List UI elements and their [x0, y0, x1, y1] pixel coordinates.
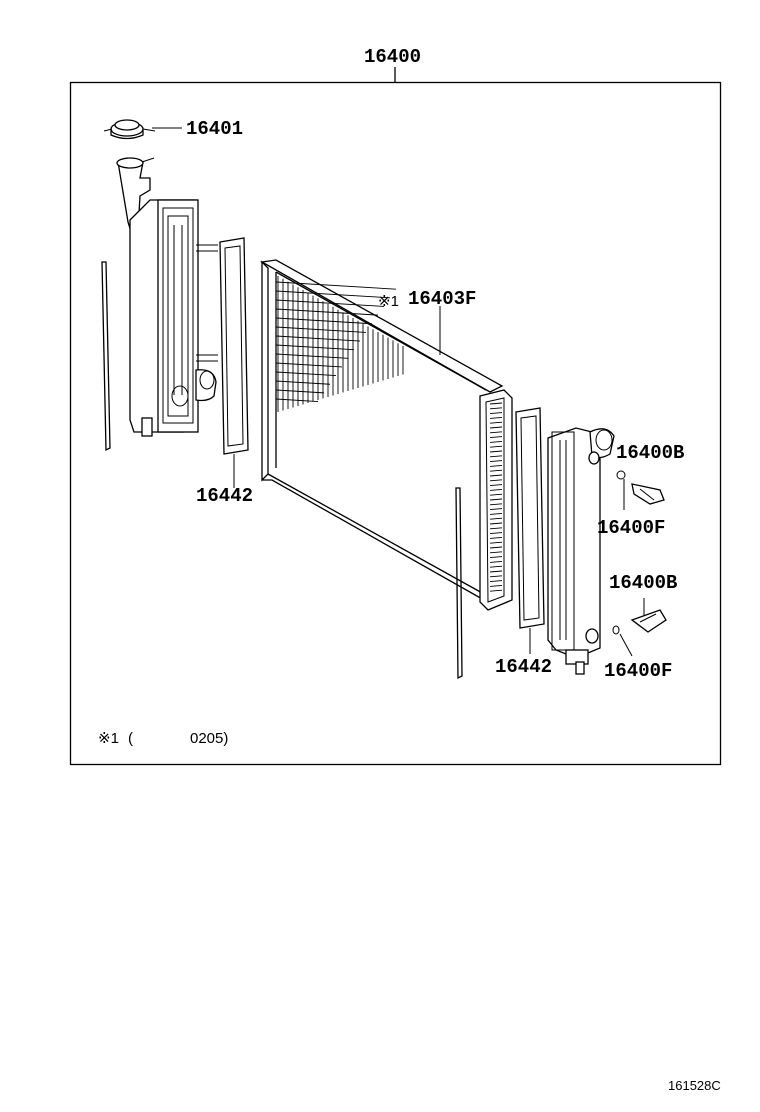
callout-gasket-left: 16442	[196, 485, 253, 507]
core-right-header	[479, 389, 513, 611]
callout-oring-lower: 16400F	[604, 660, 672, 682]
callout-core: 16403F	[408, 288, 476, 310]
core-fin-grid	[275, 276, 404, 412]
figure-reference: 161528C	[668, 1078, 721, 1093]
callout-gasket-right: 16442	[495, 656, 552, 678]
assembly-frame	[69, 81, 722, 766]
callout-cap: 16401	[186, 118, 243, 140]
core-mark: ※1	[378, 293, 399, 310]
footnote-code: 0205)	[190, 730, 228, 747]
right-seal-strip	[455, 487, 463, 680]
left-tank	[116, 157, 218, 437]
radiator-cap	[103, 119, 156, 140]
right-gasket	[515, 407, 545, 629]
footnote-open: (	[128, 730, 133, 747]
radiator-core	[260, 259, 504, 601]
right-tank	[547, 427, 615, 675]
left-seal-strip	[101, 261, 111, 452]
upper-plug-part	[616, 470, 665, 505]
callout-plug-upper: 16400B	[616, 442, 684, 464]
footnote-mark: ※1	[98, 730, 119, 747]
assembly-label: 16400	[364, 46, 421, 68]
lower-plug-part	[612, 598, 667, 635]
callout-oring-upper: 16400F	[597, 517, 665, 539]
left-gasket	[219, 237, 249, 455]
callout-plug-lower: 16400B	[609, 572, 677, 594]
